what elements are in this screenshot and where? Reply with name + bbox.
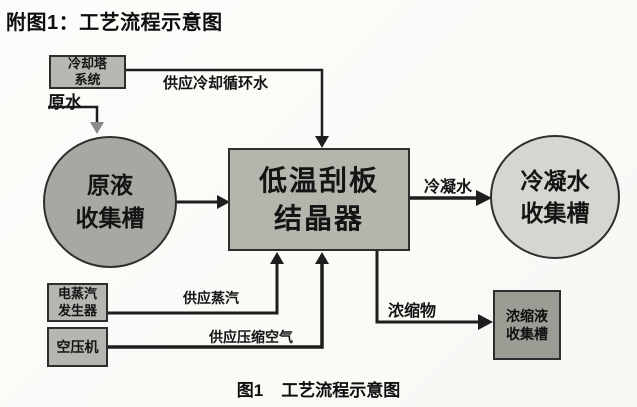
flow-line-steam	[107, 252, 284, 315]
page-title: 附图1：工艺流程示意图	[6, 12, 223, 34]
flow-line-concentrate	[375, 250, 493, 330]
node-steam-generator-label: 电蒸汽 发生器	[57, 286, 97, 318]
flow-line-compressed-air	[107, 252, 329, 349]
node-concentrate-tank-label: 浓缩液 收集槽	[506, 307, 548, 342]
flow-line-condensate	[410, 190, 492, 206]
node-cooling-tower-system: 冷却塔 系统	[49, 55, 126, 89]
arrow-right-icon	[476, 190, 492, 206]
flow-label-steam: 供应蒸汽	[183, 290, 239, 306]
flow-label-cooling-water: 供应冷却循环水	[163, 75, 269, 92]
arrow-down-icon	[315, 136, 329, 148]
arrow-right-icon	[217, 195, 230, 209]
figure-caption-text: 工艺流程示意图	[281, 381, 401, 400]
arrow-up-icon	[315, 252, 329, 264]
node-electric-steam-generator: 电蒸汽 发生器	[47, 283, 108, 322]
node-concentrate-collection-tank: 浓缩液 收集槽	[493, 290, 561, 360]
arrow-down-icon	[90, 122, 104, 134]
node-feed-tank-label: 原液 收集槽	[75, 171, 145, 231]
node-condensate-tank-label: 冷凝水 收集槽	[520, 167, 590, 226]
flow-line-feed	[175, 195, 230, 209]
node-crystallizer-label: 低温刮板 结晶器	[258, 164, 379, 234]
node-cooling-tower-label: 冷却塔 系统	[67, 56, 107, 87]
flow-line-cooling-water	[126, 68, 329, 148]
figure-caption: 图1 工艺流程示意图	[0, 376, 637, 401]
arrow-up-icon	[270, 252, 284, 264]
arrow-right-icon	[478, 314, 493, 330]
flow-label-condensate: 冷凝水	[424, 179, 473, 196]
figure-caption-number: 图1	[236, 381, 264, 400]
node-feed-collection-tank: 原液 收集槽	[43, 136, 177, 268]
flow-label-raw-water: 原水	[48, 93, 82, 112]
node-compressor-label: 空压机	[56, 339, 99, 355]
flow-label-compressed-air: 供应压缩空气	[209, 329, 293, 345]
flow-line-raw-water	[48, 105, 104, 134]
node-condensate-collection-tank: 冷凝水 收集槽	[490, 135, 620, 259]
flow-label-concentrate: 浓缩物	[388, 303, 437, 320]
node-scraper-crystallizer: 低温刮板 结晶器	[228, 148, 410, 251]
node-air-compressor: 空压机	[47, 327, 108, 367]
